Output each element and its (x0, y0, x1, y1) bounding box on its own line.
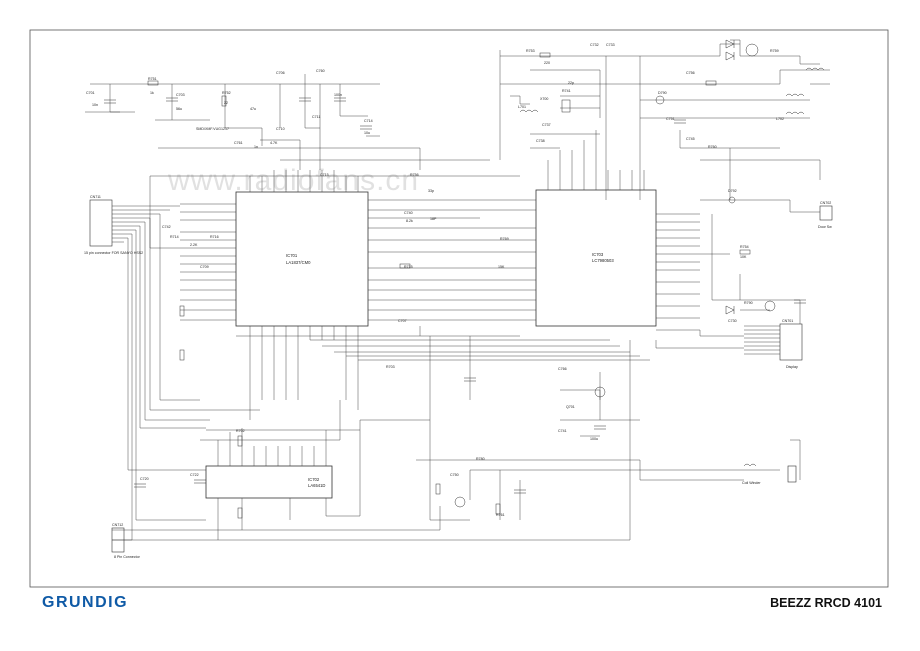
label-r756: R756 (410, 173, 419, 177)
value-4: 22 (224, 101, 228, 105)
ic703-part: LC7980503 (592, 258, 614, 263)
value-9: 1n (254, 145, 258, 149)
label-r760: R760 (708, 145, 717, 149)
value-11: 220 (544, 61, 550, 65)
label-r752: R752 (222, 91, 231, 95)
label-c709: C709 (200, 265, 209, 269)
label-c730: C730 (728, 319, 737, 323)
label-r759: R759 (770, 49, 779, 53)
value-18: 2.2K (190, 243, 198, 247)
label-c738: C738 (536, 139, 545, 143)
label-r716: R716 (210, 235, 219, 239)
label-c706: C706 (276, 71, 285, 75)
value-15: 8.2k (406, 219, 413, 223)
label-c714: C714 (364, 119, 373, 123)
cn712-ref: CN712 (112, 523, 123, 527)
label-c701: C701 (86, 91, 95, 95)
label-r769: R769 (500, 237, 509, 241)
brand-logo: GRUNDIG (42, 594, 129, 611)
label-r702: R702 (236, 429, 245, 433)
cn702-note: Door Sw (818, 225, 832, 229)
label-c711: C711 (312, 115, 320, 119)
label-c761: C761 (234, 141, 243, 145)
value-10: 33p (428, 189, 434, 193)
label-c733: C733 (606, 43, 615, 47)
value-16: 18P (430, 217, 437, 221)
label-r754: R754 (740, 245, 749, 249)
label-c742: C742 (162, 225, 171, 229)
ic702-part: LA6541D (308, 483, 325, 488)
cn702-ref: CN702 (820, 201, 831, 205)
value-13: 100u (590, 437, 598, 441)
label-l701: L701 (518, 105, 526, 109)
label-r741: R741 (562, 89, 571, 93)
label-r714: R714 (170, 235, 179, 239)
label-c720: C720 (140, 477, 149, 481)
value-1: 10n (92, 103, 98, 107)
label-l702: L702 (776, 117, 784, 121)
cn701-note: Display (786, 365, 798, 369)
label-c745: C745 (686, 137, 695, 141)
sheet-border (29, 29, 889, 588)
cn711-note: 15 pin connector FOR SANYO HSS2 (84, 251, 143, 255)
value-3: 56u (176, 107, 182, 111)
ic703-ref: IC703 (592, 252, 604, 257)
label-c707: C707 (398, 319, 407, 323)
label-c751: C751 (666, 117, 675, 121)
cn701-ref: CN701 (782, 319, 793, 323)
value-8: 4.7K (270, 141, 278, 145)
label-r780: R780 (476, 457, 485, 461)
label-c737: C737 (542, 123, 551, 127)
label-d792: D792 (728, 189, 737, 193)
ic701-ref: IC701 (286, 253, 298, 258)
value-7: 10u (364, 131, 370, 135)
value-12: 10K (740, 255, 747, 259)
label-c766: C766 (558, 367, 567, 371)
label-c756: C756 (686, 71, 695, 75)
label-r715: R715 (404, 265, 413, 269)
label-c741: C741 (558, 429, 567, 433)
value-17: 15K (498, 265, 505, 269)
ic702-ref: IC702 (308, 477, 320, 482)
value-6: 100n (334, 93, 342, 97)
cn712-note: 8 Pin Connector (114, 555, 141, 559)
label-c740: C740 (404, 211, 413, 215)
model-title: BEEZZ RRCD 4101 (770, 596, 882, 610)
label-c722: C722 (190, 473, 199, 477)
label-d790: D790 (658, 91, 667, 95)
value-2: 1k (150, 91, 154, 95)
label-x700: X700 (540, 97, 548, 101)
label-c732: C732 (590, 43, 599, 47)
label-c703: C703 (176, 93, 185, 97)
value-14: 22p (568, 81, 574, 85)
label-r761: R761 (496, 513, 505, 517)
value-5: 47u (250, 107, 256, 111)
cn711-ref: CN711 (90, 195, 101, 199)
label-c750: C750 (450, 473, 459, 477)
label-r751: R751 (148, 77, 157, 81)
ic701-part: LA1837/CM0 (286, 260, 311, 265)
label-r753: R753 (526, 49, 535, 53)
label-c710: C710 (276, 127, 285, 131)
watermark-text: www.radiofans.cn (168, 164, 420, 197)
label-r790: R790 (744, 301, 753, 305)
label-c715: C715 (320, 173, 329, 177)
label-c760: C760 (316, 69, 325, 73)
label-mount: SMD/XMF.VUG1217 (196, 127, 229, 131)
coil-winder-label: Coil Winder (742, 481, 761, 485)
label-r703: R703 (386, 365, 395, 369)
label-q701: Q701 (566, 405, 575, 409)
